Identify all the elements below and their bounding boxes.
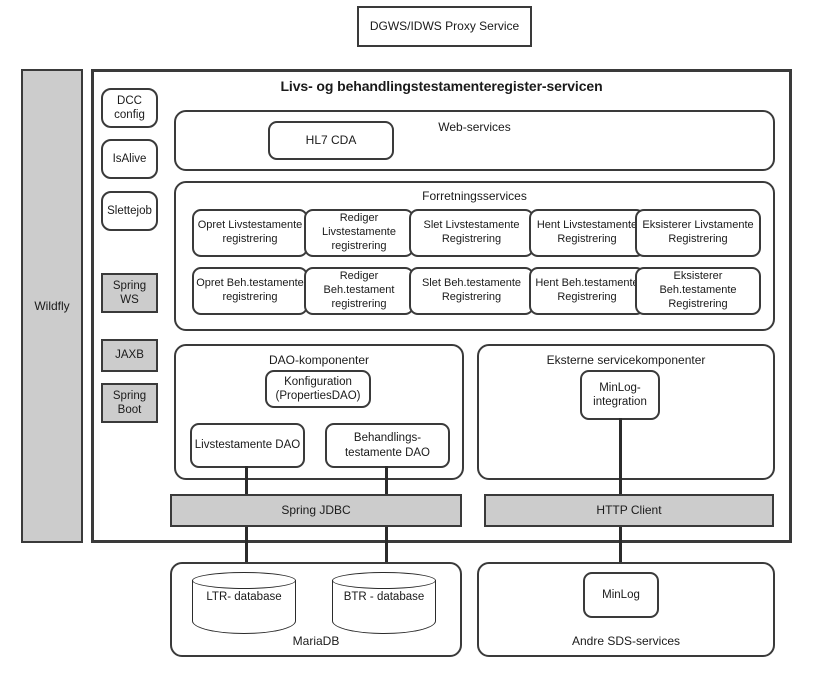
web-services-label: Web-services (438, 120, 511, 134)
jaxb-label: JAXB (115, 349, 144, 362)
web-services-panel: Web-services (174, 110, 775, 171)
dcc-config-label: DCC config (114, 94, 145, 121)
konfiguration-label: Konfiguration (PropertiesDAO) (275, 375, 361, 402)
component-konfiguration-propertiesdao[interactable]: Konfiguration (PropertiesDAO) (265, 370, 371, 408)
service-slet-livstestamente[interactable]: Slet Livstestamente Registrering (409, 209, 534, 257)
btr-database-label: BTR - database (343, 591, 425, 603)
slettejob-label: Slettejob (107, 204, 152, 217)
proxy-service-label: DGWS/IDWS Proxy Service (369, 19, 520, 33)
service-label: Eksisterer Beh.testamente Registrering (659, 270, 737, 310)
wildfly-label: Wildfly (34, 298, 70, 313)
service-title: Livs- og behandlingstestamenteregister-s… (280, 78, 603, 94)
service-label: Slet Livstestamente Registrering (423, 219, 520, 245)
service-rediger-livstestamente[interactable]: Rediger Livstestamente registrering (304, 209, 414, 257)
behandlingstestamente-service-row: Opret Beh.testamente registrering Redige… (176, 267, 777, 315)
service-label: Hent Livstestamente Registrering (536, 219, 638, 245)
component-spring-ws[interactable]: Spring WS (101, 273, 158, 313)
service-label: Opret Beh.testamente registrering (196, 277, 304, 303)
service-label: Rediger Livstestamente registrering (322, 212, 396, 252)
service-label: Hent Beh.testamente Registrering (535, 277, 639, 303)
http-client-label: HTTP Client (596, 503, 662, 517)
service-slet-behandlingstestamente[interactable]: Slet Beh.testamente Registrering (409, 267, 534, 315)
service-rediger-behandlingstestamente[interactable]: Rediger Beh.testament registrering (304, 267, 414, 315)
external-system-minlog[interactable]: MinLog (583, 572, 659, 618)
service-eksisterer-livstestamente[interactable]: Eksisterer Livstamente Registrering (635, 209, 761, 257)
external-service-components-label: Eksterne servicekomponenter (546, 353, 706, 367)
component-spring-jdbc[interactable]: Spring JDBC (170, 494, 462, 527)
dgws-idws-proxy-service-box[interactable]: DGWS/IDWS Proxy Service (357, 6, 532, 47)
wildfly-platform-box[interactable]: Wildfly (21, 69, 83, 543)
service-label: Eksisterer Livstamente Registrering (642, 219, 754, 245)
service-label: Rediger Beh.testament registrering (323, 270, 395, 310)
component-dcc-config[interactable]: DCC config (101, 88, 158, 128)
minlog-integration-label: MinLog- integration (593, 381, 647, 408)
service-hent-behandlingstestamente[interactable]: Hent Beh.testamente Registrering (529, 267, 645, 315)
service-opret-behandlingstestamente[interactable]: Opret Beh.testamente registrering (192, 267, 308, 315)
service-hent-livstestamente[interactable]: Hent Livstestamente Registrering (529, 209, 645, 257)
forretningsservices-label: Forretningsservices (422, 189, 527, 203)
component-http-client[interactable]: HTTP Client (484, 494, 774, 527)
component-slettejob[interactable]: Slettejob (101, 191, 158, 231)
component-minlog-integration[interactable]: MinLog- integration (580, 370, 660, 420)
service-label: Opret Livstestamente registrering (197, 219, 303, 245)
livstestamente-dao-label: Livstestamente DAO (194, 439, 301, 452)
service-label: Slet Beh.testamente Registrering (421, 277, 522, 303)
component-behandlingstestamente-dao[interactable]: Behandlings- testamente DAO (325, 423, 450, 468)
spring-ws-label: Spring WS (112, 279, 147, 306)
cylinder-top (332, 572, 436, 589)
cylinder-top (192, 572, 296, 589)
datastore-ltr-database[interactable]: LTR- database (192, 572, 296, 634)
ltr-database-label: LTR- database (206, 591, 282, 603)
component-jaxb[interactable]: JAXB (101, 339, 158, 372)
cylinder-body (332, 580, 436, 634)
service-eksisterer-behandlingstestamente[interactable]: Eksisterer Beh.testamente Registrering (635, 267, 761, 315)
isalive-label: IsAlive (112, 152, 147, 165)
spring-boot-label: Spring Boot (112, 389, 147, 416)
andre-sds-services-label: Andre SDS-services (571, 634, 681, 648)
hl7-cda-label: HL7 CDA (305, 133, 357, 147)
component-spring-boot[interactable]: Spring Boot (101, 383, 158, 423)
service-opret-livstestamente[interactable]: Opret Livstestamente registrering (192, 209, 308, 257)
cylinder-body (192, 580, 296, 634)
mariadb-label: MariaDB (292, 634, 340, 648)
datastore-btr-database[interactable]: BTR - database (332, 572, 436, 634)
livstestamente-service-row: Opret Livstestamente registrering Redige… (176, 209, 777, 257)
forretningsservices-panel: Forretningsservices Opret Livstestamente… (174, 181, 775, 331)
component-hl7-cda[interactable]: HL7 CDA (268, 121, 394, 160)
dao-components-label: DAO-komponenter (268, 353, 370, 367)
component-isalive[interactable]: IsAlive (101, 139, 158, 179)
component-livstestamente-dao[interactable]: Livstestamente DAO (190, 423, 305, 468)
behandlingstestamente-dao-label: Behandlings- testamente DAO (344, 432, 430, 459)
minlog-label: MinLog (602, 588, 640, 601)
spring-jdbc-label: Spring JDBC (281, 503, 351, 517)
